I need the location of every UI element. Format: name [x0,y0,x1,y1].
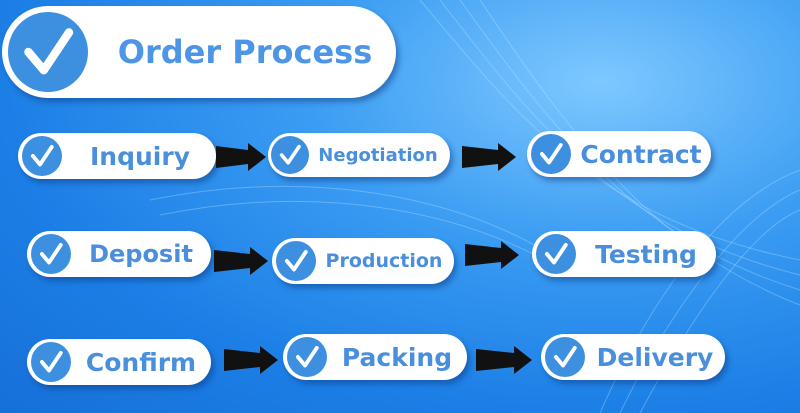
step-inquiry: Inquiry [18,133,216,179]
step-label: Negotiation [318,144,438,166]
checkmark-icon [22,136,62,176]
arrow-right-icon [216,143,266,171]
checkmark-icon [531,134,571,174]
arrow-right-icon [465,241,519,269]
title-banner: Order Process [2,6,396,98]
arrow-right-icon [462,143,516,171]
step-negotiation: Negotiation [268,133,450,177]
step-packing: Packing [283,334,467,380]
checkmark-icon [31,234,71,274]
checkmark-icon [276,241,316,281]
checkmark-icon [31,342,71,382]
step-delivery: Delivery [541,334,725,380]
step-label: Contract [580,139,702,169]
step-label: Inquiry [90,141,190,171]
step-label: Packing [341,342,453,372]
checkmark-icon [271,136,309,174]
step-label: Testing [595,239,697,269]
step-label: Production [325,250,443,272]
arrow-right-icon [214,247,268,275]
arrow-right-icon [476,346,532,374]
step-confirm: Confirm [27,339,211,385]
checkmark-icon [287,337,327,377]
step-label: Deposit [89,240,193,268]
checkmark-icon [8,12,88,92]
page-title: Order Process [117,33,373,71]
arrow-right-icon [224,346,278,374]
step-production: Production [272,238,454,284]
step-label: Delivery [596,342,714,372]
step-deposit: Deposit [27,231,211,277]
step-contract: Contract [527,131,711,177]
step-label: Confirm [85,347,197,377]
step-testing: Testing [532,231,716,277]
checkmark-icon [545,337,585,377]
checkmark-icon [536,234,576,274]
